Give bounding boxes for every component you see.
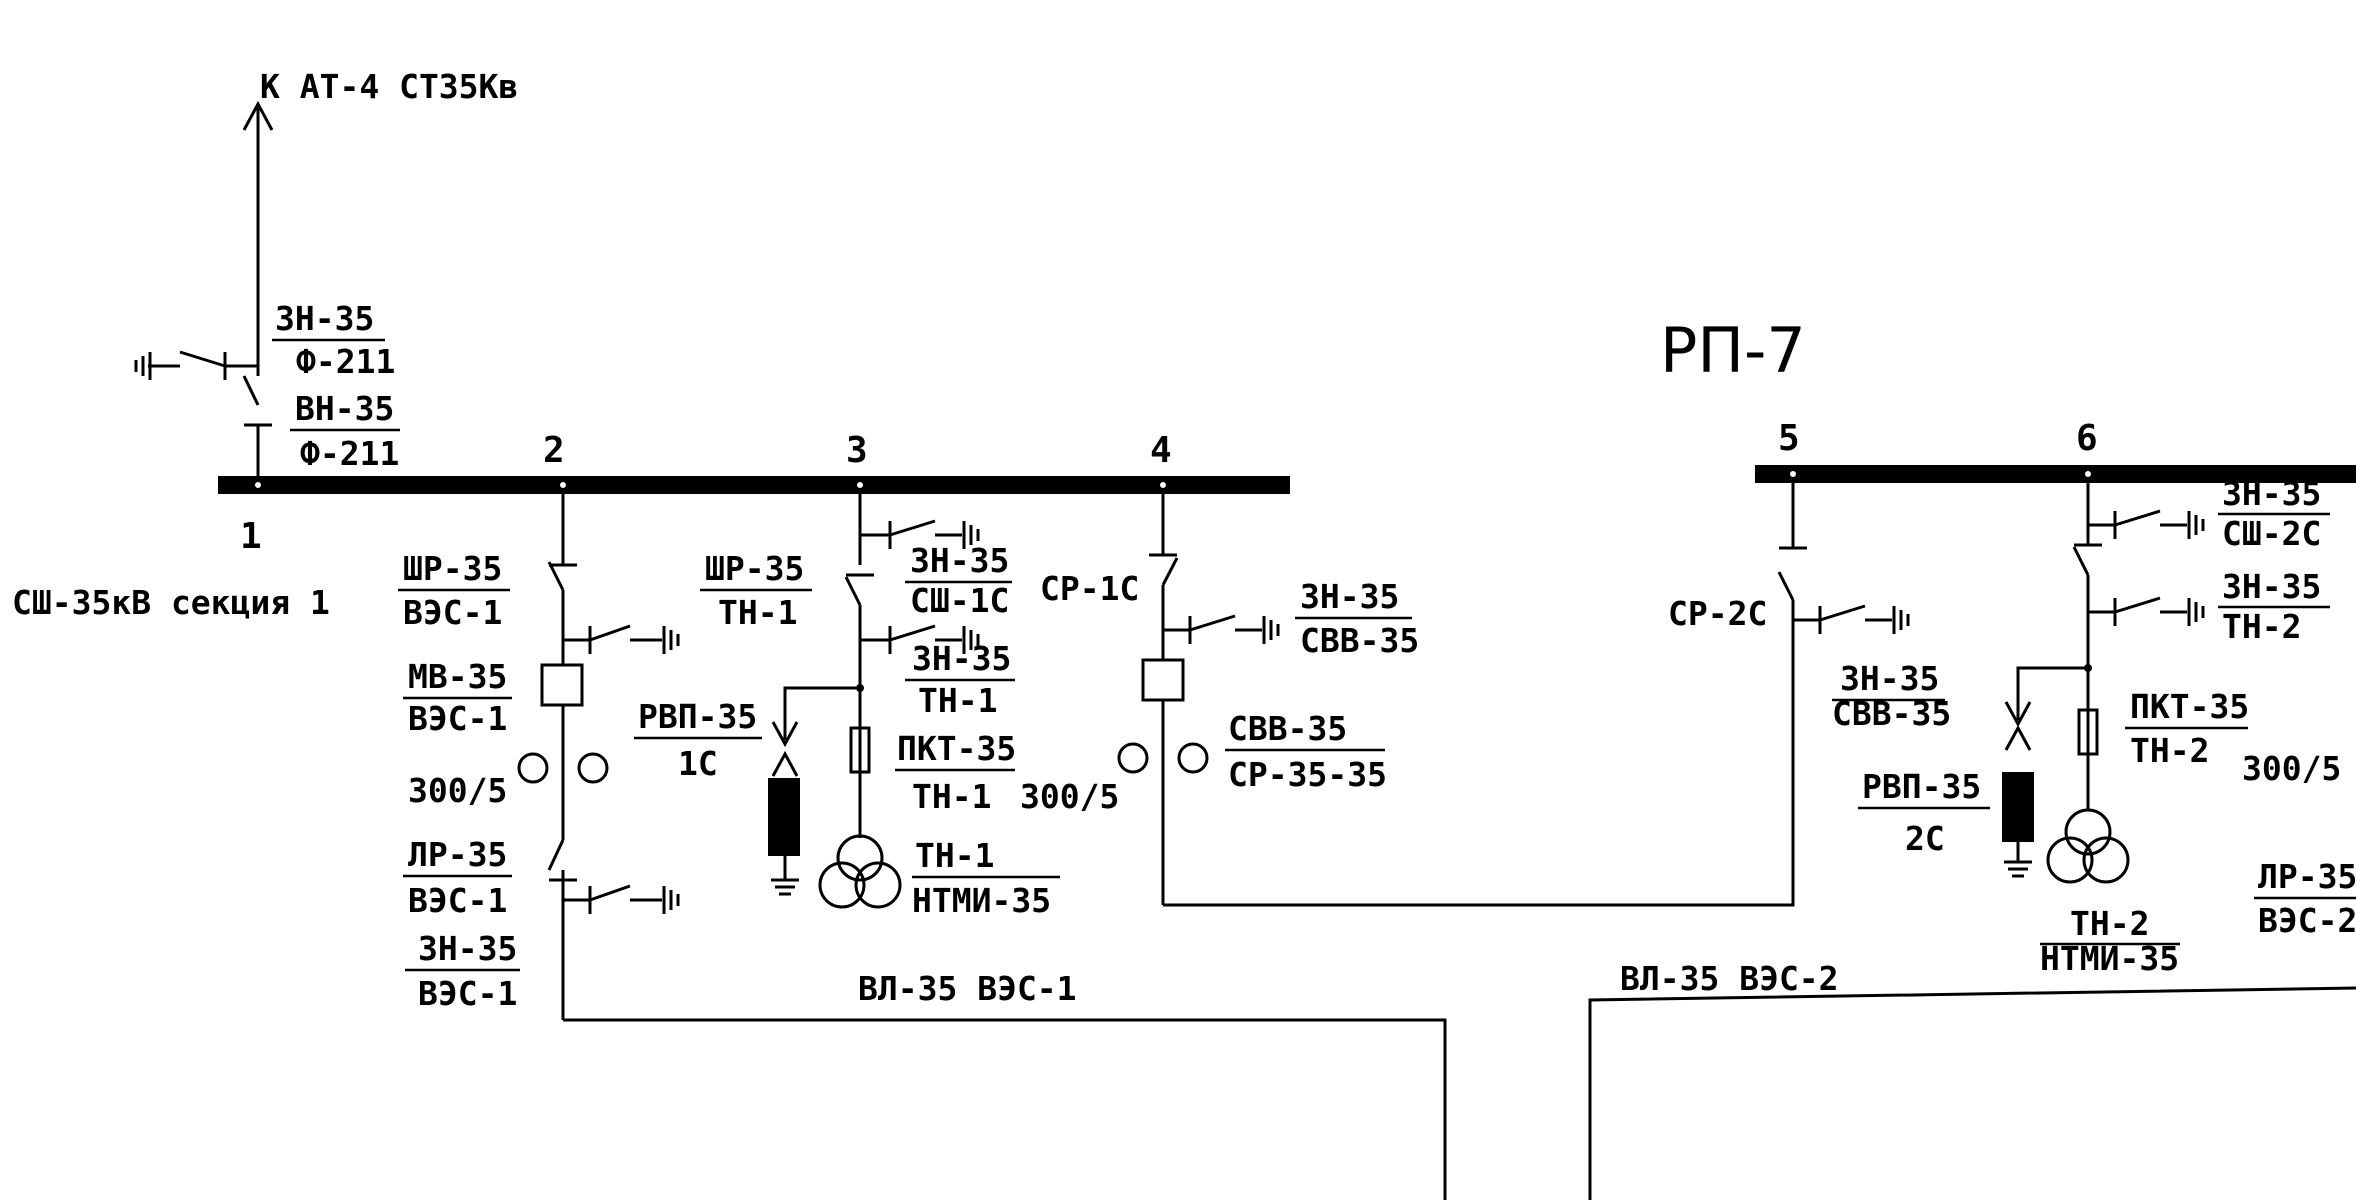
- ground-icon: [2187, 598, 2205, 626]
- busbar-section-1: [218, 476, 1290, 494]
- label-zn-f211-bot: Ф-211: [296, 342, 395, 381]
- cell-number: 4: [1150, 430, 1172, 471]
- label-rvp-1c-bot: 1С: [678, 744, 718, 783]
- label-vn-f211-bot: Ф-211: [300, 434, 399, 473]
- label-lr-vzs1-bot: ВЭС-1: [408, 881, 507, 920]
- feeder-1: [134, 100, 274, 490]
- label-rvp-2c-bot: 2С: [1905, 819, 1945, 858]
- ground-icon: [2187, 511, 2205, 539]
- label-sr2c: СР-2С: [1668, 594, 1767, 633]
- label-zn-sh2c-bot: СШ-2С: [2222, 514, 2321, 553]
- voltage-transformer-icon: [2046, 808, 2130, 884]
- ground-icon: [1892, 606, 1910, 634]
- label-sr1c: СР-1С: [1040, 569, 1139, 608]
- label-mv-vzs1-bot: ВЭС-1: [408, 699, 507, 738]
- cell-number: 3: [846, 430, 868, 471]
- label-zn-sh1c-top: ЗН-35: [910, 541, 1009, 580]
- ground-icon: [662, 626, 680, 654]
- cell-5: [1777, 469, 1910, 634]
- cell-3: [768, 480, 980, 909]
- label-zn-vzs1-top: ЗН-35: [418, 929, 517, 968]
- label-zn-tn2-top: ЗН-35: [2222, 567, 2321, 606]
- label-tn1-top: ТН-1: [915, 836, 994, 875]
- label-lr-vzs2-bot: ВЭС-2: [2258, 901, 2356, 940]
- cell-6: [2002, 469, 2205, 884]
- feed-label: К АТ-4 СТ35Кв: [260, 67, 518, 106]
- label-zn-f211-top: ЗН-35: [275, 299, 374, 338]
- circuit-breaker-icon: [1141, 658, 1185, 702]
- label-ct-300-5: 300/5: [408, 771, 507, 810]
- bus-section-label: СШ-35кВ секция 1: [12, 583, 330, 622]
- label-shr-tn1-top: ШР-35: [705, 549, 804, 588]
- label-svv-bot: СР-35-35: [1228, 755, 1387, 794]
- label-vl-vzs2: ВЛ-35 ВЭС-2: [1620, 959, 1839, 998]
- arrow-up-icon: [771, 750, 799, 777]
- arrow-up-icon: [242, 100, 274, 131]
- surge-arrester-icon: [2002, 772, 2034, 842]
- label-zn-svv2-bot: СВВ-35: [1832, 694, 1951, 733]
- line-vl-vzs2: [1588, 986, 2356, 1200]
- busbar-section-2: [1755, 465, 2356, 483]
- label-zn-sh1c-bot: СШ-1С: [910, 581, 1009, 620]
- ground-icon: [2004, 860, 2032, 878]
- label-ct-300-5: 300/5: [1020, 777, 1119, 816]
- label-rvp-2c-top: РВП-35: [1862, 767, 1981, 806]
- arrow-up-icon: [2004, 724, 2032, 751]
- label-lr-vzs2-top: ЛР-35: [2258, 857, 2356, 896]
- label-pkt-tn1-top: ПКТ-35: [897, 729, 1016, 768]
- arrow-down-icon: [2004, 701, 2032, 728]
- surge-arrester-icon: [768, 778, 800, 856]
- label-zn-svv-top: ЗН-35: [1300, 577, 1399, 616]
- label-zn-svv-bot: СВВ-35: [1300, 621, 1419, 660]
- label-svv-top: СВВ-35: [1228, 709, 1347, 748]
- label-shr-vzs1-top: ШР-35: [403, 549, 502, 588]
- label-vl-vzs1: ВЛ-35 ВЭС-1: [858, 969, 1077, 1008]
- ground-icon: [662, 886, 680, 914]
- label-pkt-tn2-top: ПКТ-35: [2130, 687, 2249, 726]
- label-zn-svv2-top: ЗН-35: [1840, 659, 1939, 698]
- label-pkt-tn2-bot: ТН-2: [2130, 731, 2209, 770]
- label-tn2-top: ТН-2: [2070, 904, 2149, 943]
- section-tie-line: [1163, 600, 1795, 907]
- label-zn-tn1-bot: ТН-1: [918, 681, 997, 720]
- page-title: РП-7: [1660, 314, 1806, 387]
- voltage-transformer-icon: [818, 834, 902, 909]
- ground-icon: [962, 521, 980, 549]
- cell-number: 1: [240, 516, 262, 557]
- label-ct-300-5: 300/5: [2242, 749, 2341, 788]
- label-rvp-1c-top: РВП-35: [638, 697, 757, 736]
- line-vl-vzs1: [563, 1018, 1447, 1200]
- label-pkt-tn1-bot: ТН-1: [912, 777, 991, 816]
- label-zn-sh2c-top: ЗН-35: [2222, 474, 2321, 513]
- cell-2: [517, 480, 1447, 1200]
- label-zn-tn1-top: ЗН-35: [912, 639, 1011, 678]
- circuit-breaker-icon: [540, 663, 584, 707]
- label-zn-tn2-bot: ТН-2: [2222, 607, 2301, 646]
- cell-number: 6: [2076, 418, 2098, 459]
- label-tn1-bot: НТМИ-35: [912, 881, 1051, 920]
- label-lr-vzs1-top: ЛР-35: [408, 835, 507, 874]
- label-vn-f211-top: ВН-35: [295, 389, 394, 428]
- label-tn2-bot: НТМИ-35: [2040, 939, 2179, 978]
- ground-icon: [771, 878, 799, 896]
- ground-icon: [1262, 616, 1280, 644]
- label-mv-vzs1-top: МВ-35: [408, 657, 507, 696]
- ground-icon: [134, 352, 152, 380]
- label-zn-vzs1-bot: ВЭС-1: [418, 974, 517, 1013]
- arrow-down-icon: [771, 721, 799, 748]
- label-shr-tn1-bot: ТН-1: [718, 593, 797, 632]
- cell-number: 2: [543, 430, 565, 471]
- current-transformer-icon: [1117, 742, 1209, 774]
- current-transformer-icon: [517, 752, 609, 784]
- cell-4: [1117, 480, 1795, 907]
- label-shr-vzs1-bot: ВЭС-1: [403, 593, 502, 632]
- ground-icon: [962, 626, 980, 654]
- cell-number: 5: [1778, 418, 1800, 459]
